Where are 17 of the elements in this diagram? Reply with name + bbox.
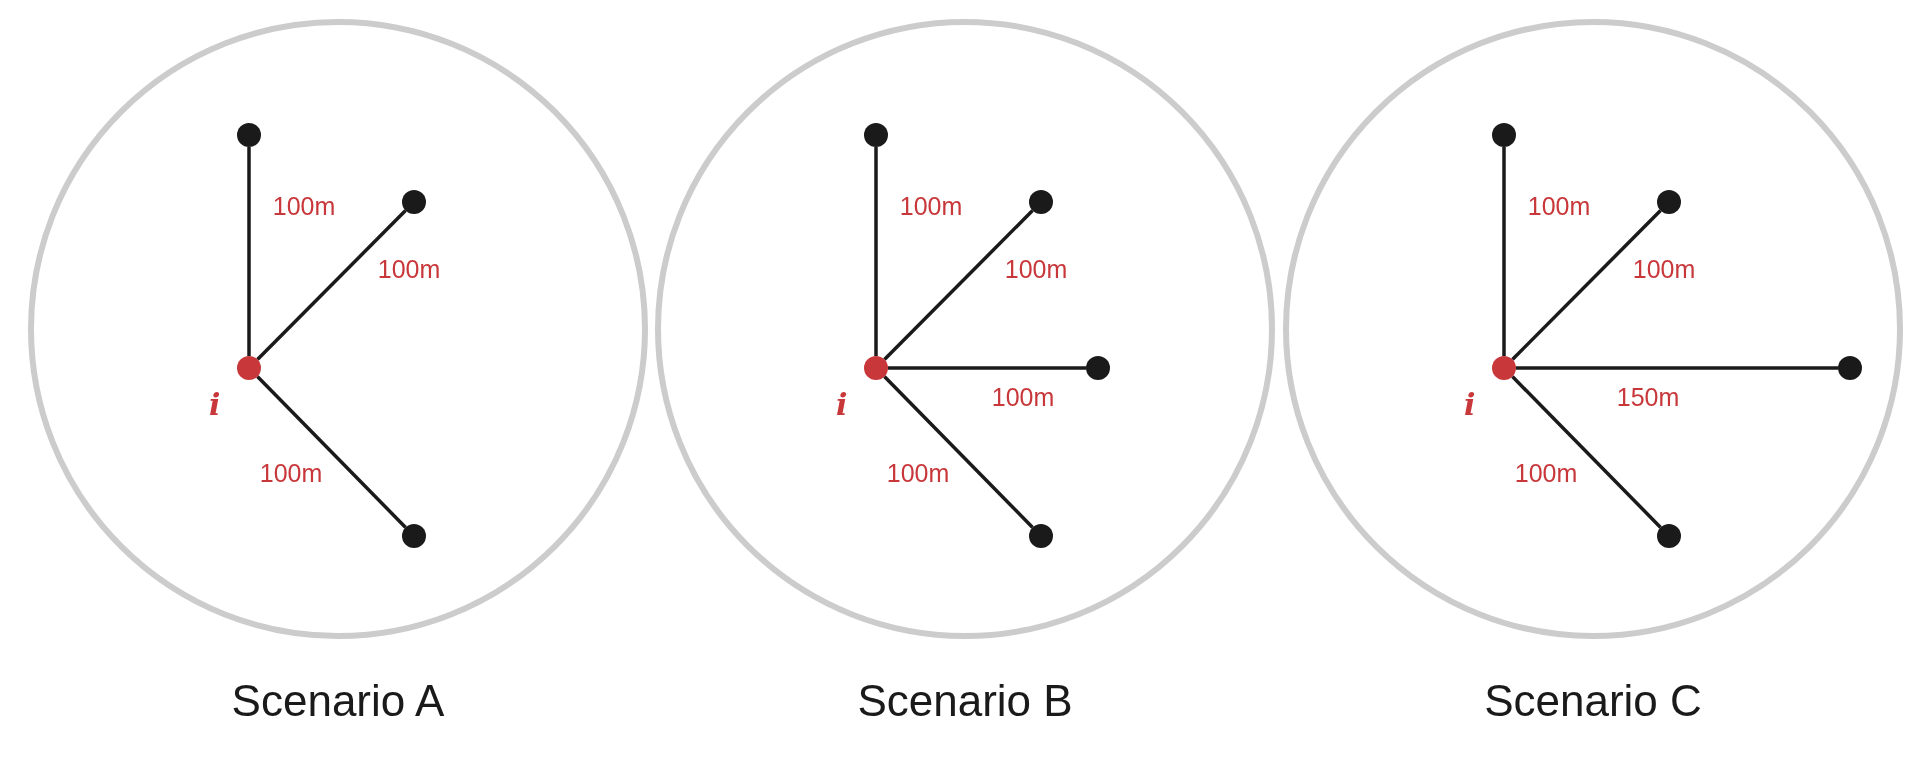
connector-line bbox=[888, 366, 1086, 370]
scenario-title: Scenario C bbox=[1484, 679, 1702, 723]
connector-line bbox=[256, 209, 407, 361]
connector-line bbox=[256, 375, 407, 529]
connector-line bbox=[247, 147, 251, 356]
connector-line bbox=[883, 375, 1034, 529]
scenario-title: Scenario A bbox=[231, 679, 445, 723]
node-label: i bbox=[209, 390, 221, 420]
connector-line bbox=[1516, 366, 1838, 370]
connector-line bbox=[874, 147, 878, 356]
scenario-title: Scenario B bbox=[857, 679, 1073, 723]
connector-line bbox=[883, 209, 1034, 361]
connector-line bbox=[1511, 375, 1662, 529]
node-label: i bbox=[836, 390, 848, 420]
connector-line bbox=[1511, 209, 1662, 361]
connector-line bbox=[1502, 147, 1506, 356]
node-label: i bbox=[1464, 390, 1476, 420]
